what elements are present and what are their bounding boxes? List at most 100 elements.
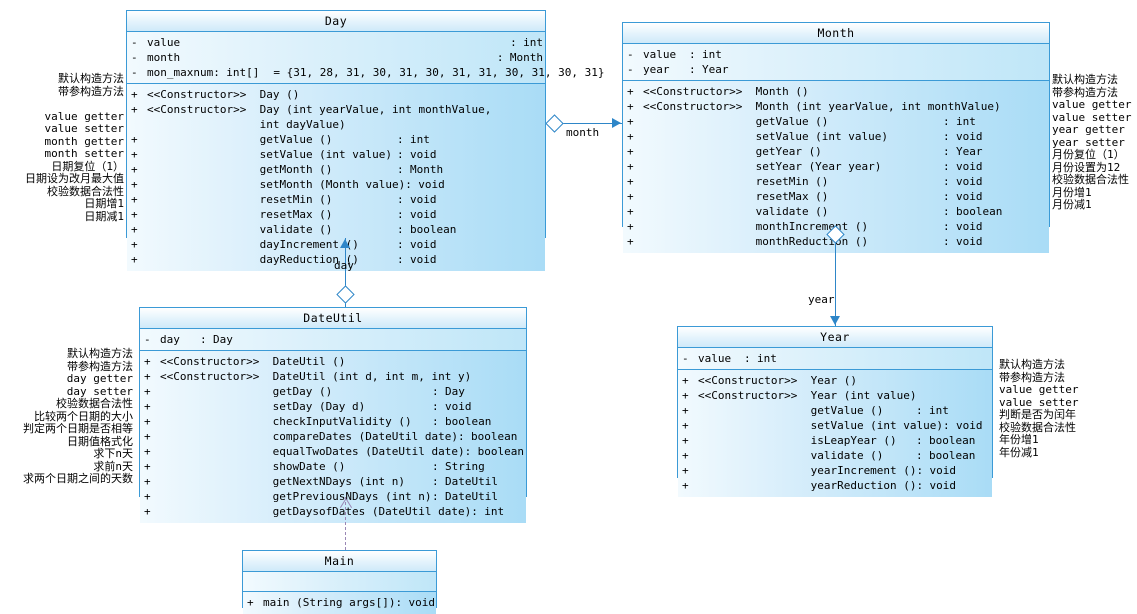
type-name: void [410,253,437,266]
class-title-dateutil: DateUtil [140,308,526,329]
visibility-marker: + [131,253,138,266]
operation-signature: dayReduction () [147,253,359,266]
operation-signature: validate () [698,449,884,462]
visibility-marker: + [682,464,689,477]
type-separator: : [200,333,207,346]
type-separator: : [405,178,412,191]
visibility-marker: + [131,238,138,251]
operation-signature: getMonth () [147,163,333,176]
type-name: boolean [471,430,518,443]
operation-signature: <<Constructor>> Day (int yearValue, int … [147,103,492,116]
visibility-marker: + [682,434,689,447]
operation-row: + getValue ():int [623,114,1049,129]
visibility-marker: + [627,160,634,173]
visibility-marker: + [144,460,151,473]
type-separator: : [943,205,950,218]
visibility-marker: + [144,415,151,428]
operation-row: + showDate ():String [140,459,526,474]
operation-signature: main (String args[]) [263,596,396,609]
visibility-marker: - [144,333,151,346]
type-name: boolean [445,415,492,428]
operation-signature: <<Constructor>> DateUtil (int d, int m, … [160,370,472,383]
class-box-month[interactable]: Month -value:int-year:Year +<<Constructo… [622,22,1050,253]
type-separator: : [213,66,220,79]
operation-row: +<<Constructor>> Month (int yearValue, i… [623,99,1049,114]
attribute-row: -mon_maxnum:int[]= {31, 28, 31, 30, 31, … [127,65,605,80]
type-name: Month [410,163,444,176]
type-separator: : [397,133,404,146]
visibility-marker: + [627,175,634,188]
operation-row: + resetMax ():void [127,207,545,222]
type-name: void [410,208,437,221]
type-name: DateUtil [445,490,498,503]
type-name: void [445,400,472,413]
edge-diamond-day-month [545,114,564,133]
type-name: void [410,238,437,251]
visibility-marker: - [627,48,634,61]
type-name: boolean [929,449,976,462]
operation-row: +<<Constructor>> Month () [623,84,1049,99]
operation-signature: getPreviousNDays (int n) [160,490,432,503]
visibility-marker: + [682,449,689,462]
visibility-marker: + [682,389,689,402]
notes-dateutil: 默认构造方法 带参构造方法 day getter day setter 校验数据… [23,347,133,485]
type-separator: : [943,419,950,432]
operation-row: + monthIncrement ():void [623,219,1049,234]
operation-row: +<<Constructor>> Year () [678,373,992,388]
class-operations-main: +main (String args[]):void [243,592,436,614]
type-separator: : [432,490,439,503]
attribute-name: value [698,352,732,365]
type-separator: : [943,115,950,128]
operation-signature: getValue () [147,133,333,146]
operation-row: + dayIncrement ():void [127,237,545,252]
operation-row: + getPreviousNDays (int n):DateUtil [140,489,526,504]
visibility-marker: + [682,374,689,387]
edge-arrowhead-dateutil-day [340,239,350,248]
edge-line-main-dateutil [345,497,346,550]
type-name: String [445,460,485,473]
visibility-marker: + [627,85,634,98]
operation-signature: resetMin () [643,175,829,188]
type-separator: : [397,223,404,236]
type-name: void [956,175,983,188]
class-title-main: Main [243,551,436,572]
class-box-dateutil[interactable]: DateUtil -day:Day +<<Constructor>> DateU… [139,307,527,523]
class-box-day[interactable]: Day -value:int-month:Month-mon_maxnum:in… [126,10,605,271]
type-separator: : [689,48,696,61]
visibility-marker: - [131,36,138,49]
type-separator: : [397,208,404,221]
class-box-main[interactable]: Main +main (String args[]):void [242,550,437,614]
operation-row: +<<Constructor>> DateUtil (int d, int m,… [140,369,526,384]
type-name: int [956,115,976,128]
type-separator: : [397,193,404,206]
type-separator: : [943,145,950,158]
visibility-marker: + [144,475,151,488]
class-attributes-month: -value:int-year:Year [623,44,1049,81]
operation-signature: compareDates (DateUtil date) [160,430,459,443]
type-separator: : [432,475,439,488]
operation-signature: yearIncrement () [698,464,917,477]
operation-row: + yearReduction ():void [678,478,992,493]
operation-signature: <<Constructor>> DateUtil () [160,355,346,368]
type-separator: : [471,505,478,518]
type-name: int [929,404,949,417]
type-name: void [408,596,435,609]
visibility-marker: + [144,385,151,398]
type-separator: : [916,404,923,417]
operation-signature: setMonth (Month value) [147,178,406,191]
class-operations-dateutil: +<<Constructor>> DateUtil ()+<<Construct… [140,351,526,523]
operation-row: +<<Constructor>> Day (int yearValue, int… [127,102,545,117]
operation-signature: resetMax () [147,208,333,221]
notes-month: 默认构造方法 带参构造方法 value getter value setter … [1052,73,1132,211]
edge-line-dateutil-day [345,238,346,307]
operation-signature: setValue (int value) [147,148,393,161]
class-box-year[interactable]: Year -value:int +<<Constructor>> Year ()… [677,326,993,497]
operation-row: + setValue (int value):void [623,129,1049,144]
operation-signature: <<Constructor>> Year (int value) [698,389,917,402]
type-separator: : [943,175,950,188]
visibility-marker: + [627,205,634,218]
edge-arrowhead-main-dateutil [338,497,354,509]
notes-day: 默认构造方法 带参构造方法 value getter value setter … [25,72,124,223]
operation-signature: setValue (int value) [698,419,944,432]
visibility-marker: + [627,235,634,248]
